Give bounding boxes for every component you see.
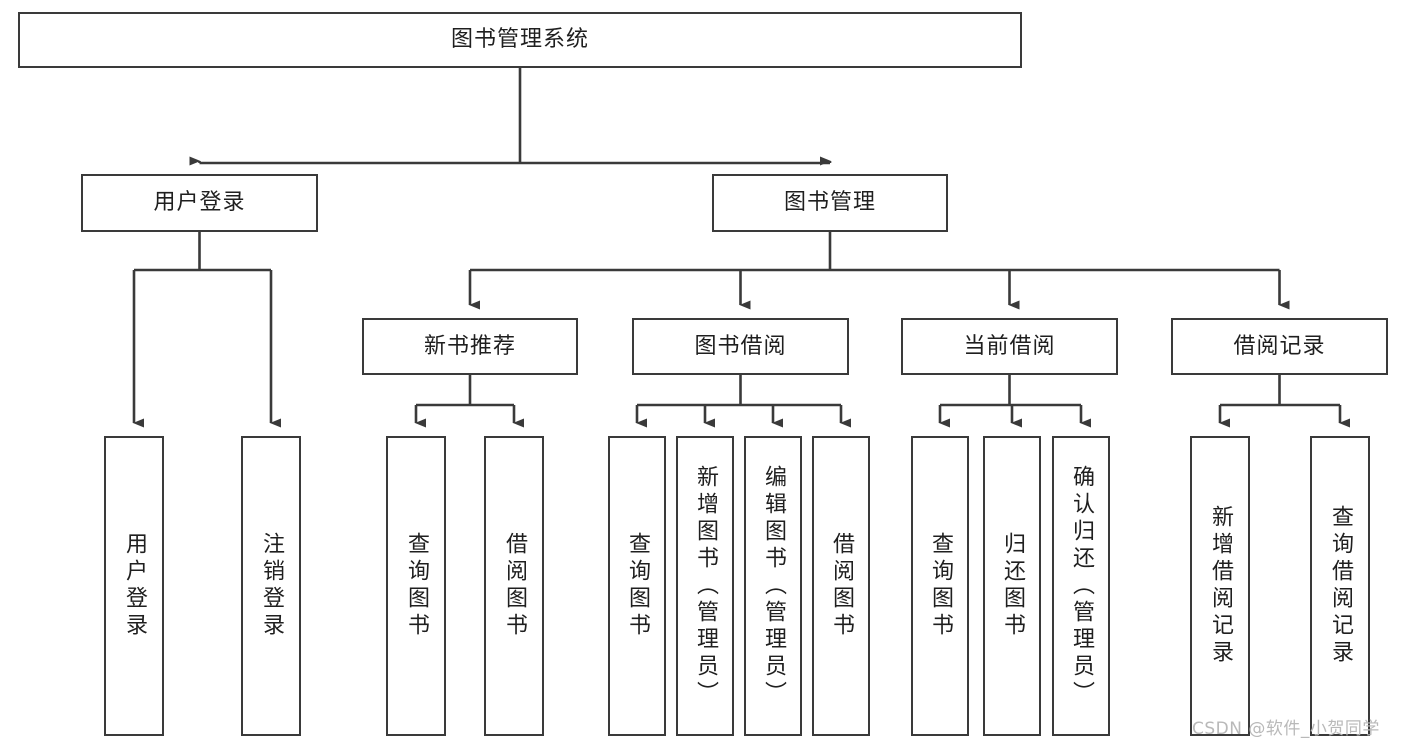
node-label-root: 图书管理系统 (450, 27, 589, 53)
node-label-user-login: 用户登录 (153, 190, 246, 216)
node-label-current-borrow: 当前借阅 (963, 333, 1056, 359)
node-user-login[interactable]: 用户登录 (81, 174, 318, 232)
node-label-book-management: 图书管理 (783, 190, 876, 216)
node-book-management[interactable]: 图书管理 (712, 174, 948, 232)
node-leaf-query-book-borrow[interactable]: 查询图书 (608, 436, 666, 736)
node-leaf-return-book[interactable]: 归还图书 (983, 436, 1041, 736)
csdn-watermark: CSDN @软件_小贺同学 (1192, 719, 1380, 739)
node-leaf-logout-login[interactable]: 注销登录 (241, 436, 301, 736)
node-leaf-query-book-recommend[interactable]: 查询图书 (386, 436, 446, 736)
node-label-leaf-add-borrow-record: 新增借阅记录 (1208, 505, 1233, 667)
node-leaf-user-login[interactable]: 用户登录 (104, 436, 164, 736)
node-label-leaf-query-book-borrow: 查询图书 (625, 532, 650, 640)
node-label-leaf-query-borrow-record: 查询借阅记录 (1328, 505, 1353, 667)
node-root[interactable]: 图书管理系统 (18, 12, 1022, 68)
node-new-book-recommend[interactable]: 新书推荐 (362, 318, 578, 375)
node-label-leaf-borrow-book: 借阅图书 (829, 532, 854, 640)
node-label-leaf-query-book-current: 查询图书 (928, 532, 953, 640)
node-borrow-record[interactable]: 借阅记录 (1171, 318, 1388, 375)
node-label-leaf-borrow-book-recommend: 借阅图书 (502, 532, 527, 640)
node-leaf-add-book-admin[interactable]: 新增图书（管理员） (676, 436, 734, 736)
node-label-leaf-return-book: 归还图书 (1000, 532, 1025, 640)
node-label-leaf-logout-login: 注销登录 (259, 532, 284, 640)
node-leaf-edit-book-admin[interactable]: 编辑图书（管理员） (744, 436, 802, 736)
node-book-borrow[interactable]: 图书借阅 (632, 318, 849, 375)
node-current-borrow[interactable]: 当前借阅 (901, 318, 1118, 375)
node-leaf-borrow-book-recommend[interactable]: 借阅图书 (484, 436, 544, 736)
node-label-book-borrow: 图书借阅 (694, 333, 787, 359)
node-leaf-query-book-current[interactable]: 查询图书 (911, 436, 969, 736)
node-label-leaf-confirm-return-admin: 确认归还（管理员） (1069, 464, 1094, 708)
node-leaf-confirm-return-admin[interactable]: 确认归还（管理员） (1052, 436, 1110, 736)
node-leaf-query-borrow-record[interactable]: 查询借阅记录 (1310, 436, 1370, 736)
node-label-leaf-query-book-recommend: 查询图书 (404, 532, 429, 640)
node-label-leaf-user-login: 用户登录 (122, 532, 147, 640)
node-label-leaf-add-book-admin: 新增图书（管理员） (693, 464, 718, 708)
node-label-leaf-edit-book-admin: 编辑图书（管理员） (761, 464, 786, 708)
node-leaf-borrow-book[interactable]: 借阅图书 (812, 436, 870, 736)
node-leaf-add-borrow-record[interactable]: 新增借阅记录 (1190, 436, 1250, 736)
node-label-new-book-recommend: 新书推荐 (423, 333, 516, 359)
node-label-borrow-record: 借阅记录 (1233, 333, 1326, 359)
